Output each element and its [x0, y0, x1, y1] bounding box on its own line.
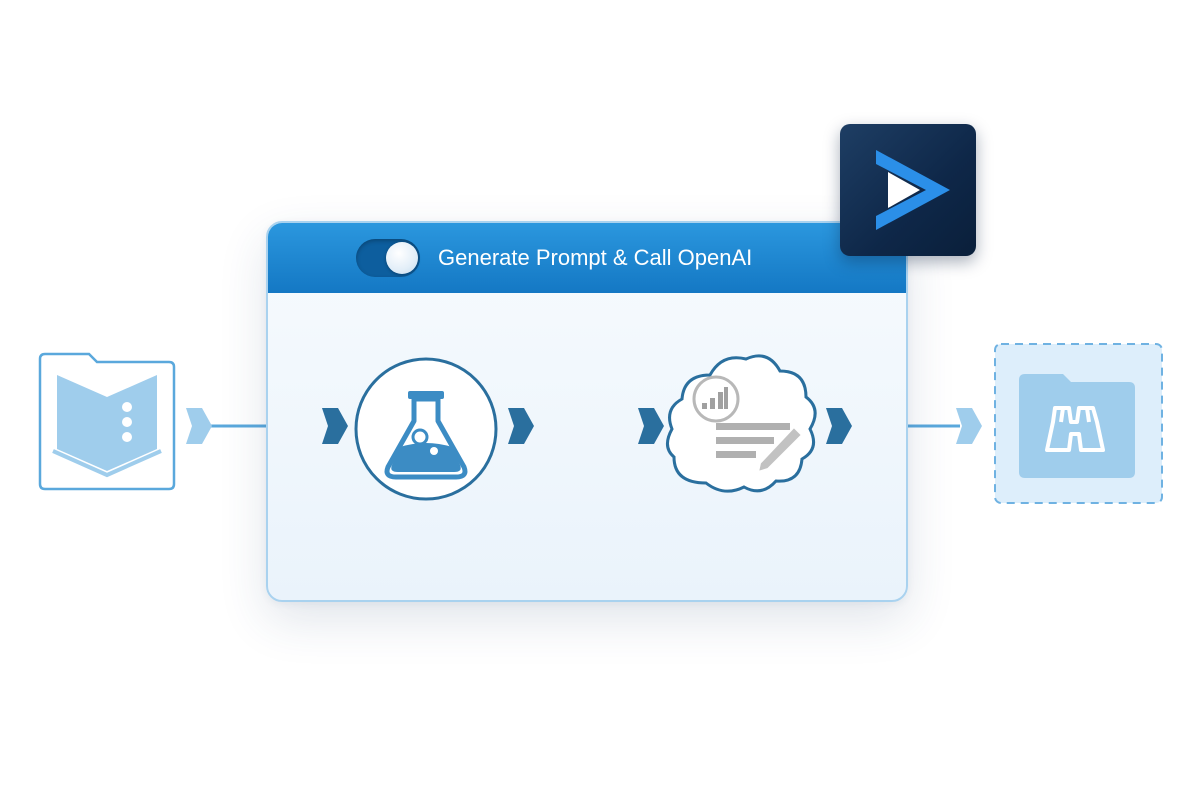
formula-tool[interactable]	[352, 355, 500, 503]
input-tool-output-anchor[interactable]	[186, 408, 212, 444]
openai-connector-tool[interactable]	[660, 345, 824, 503]
play-logo-icon	[876, 150, 950, 230]
openai-tool-output-anchor[interactable]	[826, 408, 852, 444]
container-enable-toggle[interactable]	[356, 239, 420, 277]
input-data-tool[interactable]	[37, 351, 177, 491]
binoculars-icon	[994, 343, 1163, 504]
container-title: Generate Prompt & Call OpenAI	[438, 245, 753, 270]
toggle-knob	[386, 242, 418, 274]
openai-tool-input-anchor[interactable]	[638, 408, 664, 444]
formula-tool-output-anchor[interactable]	[508, 408, 534, 444]
book-icon	[38, 352, 176, 491]
formula-tool-input-anchor[interactable]	[322, 408, 348, 444]
container-header[interactable]: Generate Prompt & Call OpenAI	[268, 223, 906, 293]
flask-icon	[354, 357, 498, 501]
app-logo	[840, 124, 976, 256]
browse-tool-input-anchor[interactable]	[956, 408, 982, 444]
cloud-text-icon	[666, 354, 817, 493]
browse-tool[interactable]	[993, 342, 1164, 505]
